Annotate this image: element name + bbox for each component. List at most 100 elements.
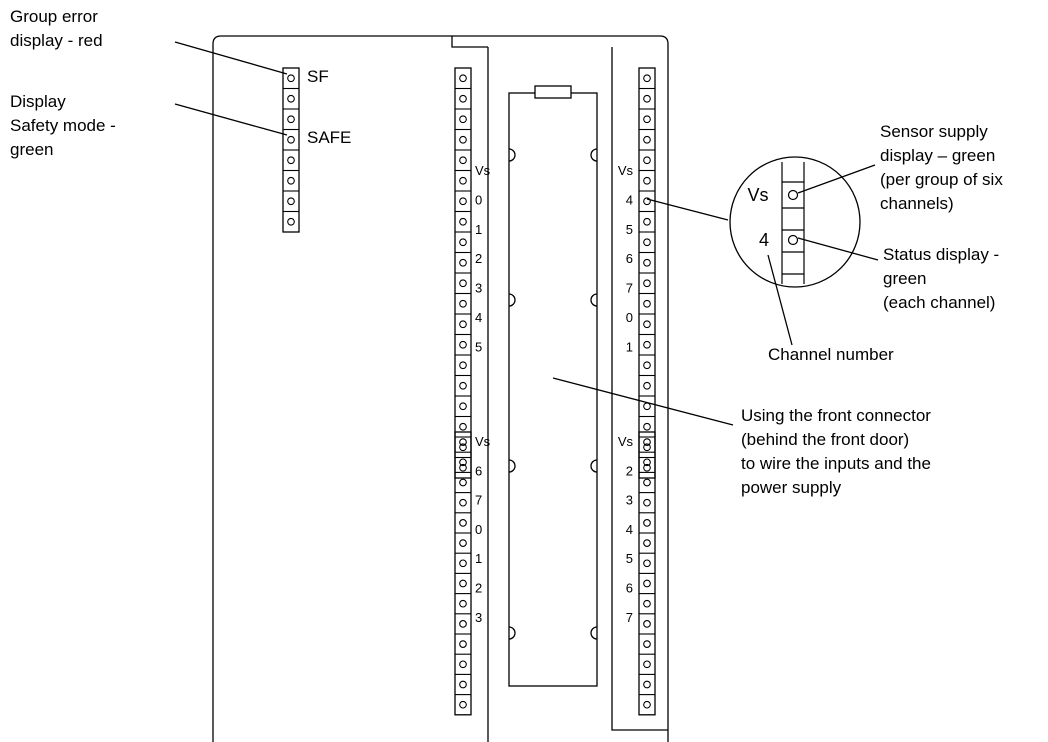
led-indicator xyxy=(459,320,467,329)
connector-notch xyxy=(590,626,598,640)
led-indicator xyxy=(459,135,467,144)
leader-line xyxy=(174,103,288,136)
channel-label: 6 xyxy=(626,581,633,596)
channel-label: Vs xyxy=(475,163,491,178)
connector-notch xyxy=(590,293,598,307)
channel-label: 2 xyxy=(475,251,482,266)
front-connector-callout: Using the front connector (behind the fr… xyxy=(741,406,936,497)
led-indicator xyxy=(459,579,467,588)
led-indicator xyxy=(643,539,651,547)
connector-notch xyxy=(590,148,598,162)
sensor-supply-callout: Sensor supply display – green (per group… xyxy=(880,122,1008,213)
status-display-callout: Status display - green (each channel) xyxy=(883,245,1004,312)
leader-line xyxy=(646,198,729,221)
led-strip xyxy=(638,431,656,716)
connector-notch xyxy=(508,148,516,162)
sf-led-label: SF xyxy=(307,67,329,86)
channel-label: 0 xyxy=(626,310,633,325)
led-indicator xyxy=(459,539,467,547)
led-indicator xyxy=(643,519,651,527)
led-indicator xyxy=(459,458,467,467)
led-indicator xyxy=(459,498,467,507)
channel-label: Vs xyxy=(618,163,634,178)
led-indicator xyxy=(643,498,651,507)
channel-label: Vs xyxy=(618,434,634,449)
led-indicator xyxy=(287,115,295,124)
led-indicator xyxy=(643,197,651,206)
led-indicator xyxy=(643,381,651,390)
led-indicator xyxy=(287,74,295,83)
module-outline xyxy=(212,35,669,742)
module-outline-edge xyxy=(451,36,488,48)
led-indicator xyxy=(643,700,651,709)
leader-line xyxy=(797,164,876,194)
channel-label: 1 xyxy=(475,551,482,566)
led-indicator xyxy=(643,320,651,329)
led-indicator xyxy=(459,620,467,628)
led-indicator xyxy=(459,340,467,349)
channel-number-callout: Channel number xyxy=(768,345,894,364)
led-indicator xyxy=(459,700,467,709)
connector-notch xyxy=(590,459,598,473)
led-indicator xyxy=(287,176,295,185)
led-strip xyxy=(454,431,472,716)
led-indicator xyxy=(459,463,467,472)
led-indicator xyxy=(643,660,651,669)
connector-notch xyxy=(508,459,516,473)
channel-label: 5 xyxy=(626,222,633,237)
led-indicator xyxy=(287,94,295,103)
channel-label: 4 xyxy=(626,192,633,207)
led-indicator xyxy=(287,156,295,165)
led-indicator xyxy=(643,94,651,103)
channel-label: 1 xyxy=(626,339,633,354)
channel-label: 7 xyxy=(626,610,633,625)
led-indicator xyxy=(459,197,467,206)
led-indicator xyxy=(459,422,467,431)
led-indicator xyxy=(459,660,467,669)
led-indicator xyxy=(459,443,467,452)
connector-latch xyxy=(534,85,572,99)
led-indicator xyxy=(643,579,651,588)
led-indicator xyxy=(459,361,467,370)
led-indicator xyxy=(459,438,467,446)
led-indicator xyxy=(643,478,651,487)
led-indicator xyxy=(459,217,467,226)
sensor-supply-led xyxy=(787,189,799,201)
channel-label: 2 xyxy=(626,463,633,478)
led-strip xyxy=(638,67,656,479)
magnified-channel-label: 4 xyxy=(759,230,769,250)
connector-notch xyxy=(508,293,516,307)
led-indicator xyxy=(643,74,651,83)
magnified-vs-label: Vs xyxy=(747,185,768,205)
leader-line xyxy=(767,254,793,346)
led-indicator xyxy=(459,176,467,185)
led-indicator xyxy=(459,74,467,83)
led-indicator xyxy=(459,238,467,247)
led-indicator xyxy=(643,340,651,349)
leader-lines xyxy=(174,41,879,426)
status-led xyxy=(787,234,799,246)
led-indicator xyxy=(643,599,651,608)
led-indicator xyxy=(643,680,651,689)
leader-line xyxy=(174,41,288,75)
channel-label: 2 xyxy=(475,581,482,596)
channel-label: 7 xyxy=(626,281,633,296)
led-indicator xyxy=(287,217,295,226)
led-indicator xyxy=(643,299,651,308)
led-indicator xyxy=(459,94,467,103)
led-indicator xyxy=(459,519,467,527)
channel-label: 0 xyxy=(475,522,482,537)
led-indicator xyxy=(643,279,651,288)
channel-label: 4 xyxy=(475,310,482,325)
channel-label: 3 xyxy=(475,281,482,296)
front-connector xyxy=(508,92,598,687)
led-indicator xyxy=(643,258,651,267)
led-indicator xyxy=(459,258,467,267)
module-outline-edge xyxy=(611,47,668,731)
led-indicator xyxy=(459,402,467,411)
led-indicator xyxy=(459,115,467,124)
led-indicator xyxy=(643,217,651,226)
group-error-callout: Group error display - red xyxy=(10,7,103,50)
led-indicator xyxy=(643,458,651,467)
